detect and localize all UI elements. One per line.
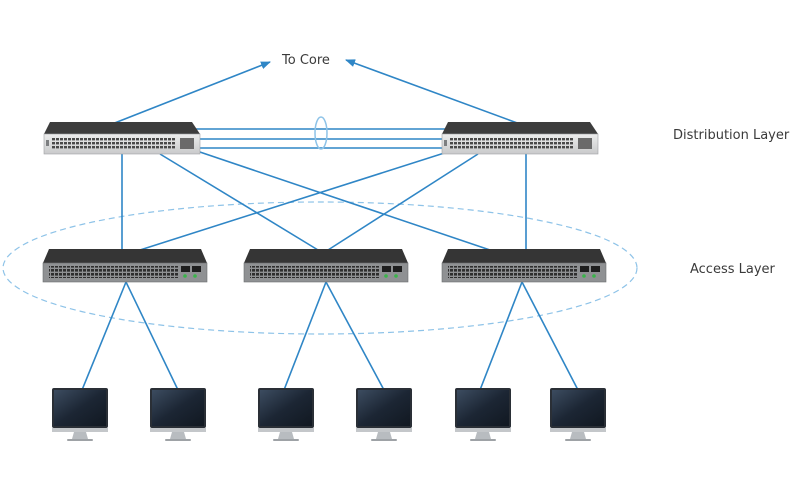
link-as2-to-m4 — [325, 281, 385, 391]
link-as1-to-m1 — [81, 281, 127, 391]
monitor-5 — [455, 388, 511, 441]
monitor-6 — [550, 388, 606, 441]
access-switch-center — [243, 249, 409, 283]
monitor-1 — [52, 388, 108, 441]
uplink-left-to-core — [111, 61, 271, 125]
link-dl-to-as2 — [159, 153, 319, 251]
access-layer-zone — [2, 201, 638, 335]
link-as3-to-m5 — [479, 281, 523, 391]
distribution-switch-left — [43, 122, 201, 155]
access-switch-right — [441, 249, 607, 283]
monitor-2 — [150, 388, 206, 441]
uplink-right-to-core — [345, 59, 521, 125]
links — [81, 59, 579, 391]
monitor-3 — [258, 388, 314, 441]
link-dl-to-as3 — [187, 147, 491, 251]
access-switch-left — [42, 249, 208, 283]
monitor-4 — [356, 388, 412, 441]
link-dr-to-as2 — [327, 153, 479, 251]
to-core-label: To Core — [282, 53, 330, 68]
distribution-switch-right — [441, 122, 599, 155]
distribution-layer-label: Distribution Layer — [673, 128, 790, 143]
link-aggregation-marker — [314, 116, 328, 150]
link-as1-to-m2 — [125, 281, 179, 391]
link-as2-to-m3 — [283, 281, 327, 391]
access-layer-label: Access Layer — [690, 262, 775, 277]
link-as3-to-m6 — [521, 281, 579, 391]
link-dr-to-as1 — [139, 147, 461, 251]
